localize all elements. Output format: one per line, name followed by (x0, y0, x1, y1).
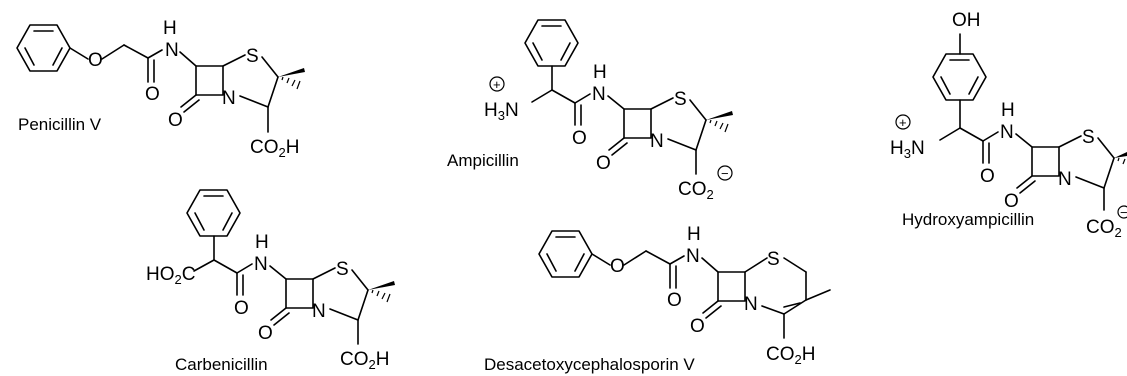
ring-nitrogen-label: N (650, 131, 664, 152)
amide-hydrogen-label: H (255, 232, 269, 253)
penicillin-v-name: Penicillin V (18, 115, 102, 134)
ring-nitrogen-label: N (744, 294, 758, 315)
lactam-oxygen-label: O (258, 323, 273, 344)
penicillin-v-structure: O N H O O N S CO2H Penicillin V (16, 18, 305, 160)
amide-oxygen-label: O (667, 290, 682, 311)
positive-charge-label: + (493, 77, 501, 92)
carboxylate-label: CO2 (678, 179, 714, 202)
amide-hydrogen-label: H (593, 62, 607, 83)
amide-hydrogen-label: H (1001, 100, 1015, 121)
lactam-oxygen-label: O (596, 153, 611, 174)
amide-oxygen-label: O (145, 84, 160, 105)
benzene-ring (524, 19, 579, 67)
ether-oxygen-label: O (88, 50, 103, 71)
negative-charge-label: − (1120, 205, 1127, 220)
ampicillin-name: Ampicillin (447, 151, 519, 170)
desacetoxycephalosporin-v-structure: O N H O O N S CO2H Desacetoxycephalospor… (484, 224, 831, 374)
ring-nitrogen-label: N (222, 88, 236, 109)
benzene-ring (186, 189, 241, 237)
negative-charge-label: − (721, 166, 729, 181)
phenol-ring (932, 53, 987, 101)
carboxylic-acid-label: CO2H (250, 137, 299, 160)
ring-nitrogen-label: N (1058, 169, 1072, 190)
ring-sulfur-label: S (674, 89, 687, 110)
desacetoxycephalosporin-v-name: Desacetoxycephalosporin V (484, 355, 695, 374)
amide-hydrogen-label: H (163, 18, 177, 39)
ring-sulfur-label: S (1082, 127, 1095, 148)
ether-oxygen-label: O (610, 256, 625, 277)
lactam-oxygen-label: O (1004, 191, 1019, 212)
amide-nitrogen-label: N (165, 40, 179, 61)
negative-charge-circle (1117, 205, 1127, 219)
amide-oxygen-label: O (980, 166, 995, 187)
amide-nitrogen-label: N (592, 84, 606, 105)
amide-hydrogen-label: H (687, 224, 701, 245)
positive-charge-circle (489, 76, 505, 92)
carboxylic-acid-label: CO2H (766, 344, 815, 367)
ring-sulfur-label: S (246, 46, 259, 67)
side-chain-acid-label: HO2C (146, 264, 195, 287)
ring-sulfur-label: S (336, 259, 349, 280)
hydroxyl-label: OH (952, 10, 981, 31)
lactam-oxygen-label: O (168, 110, 183, 131)
amide-oxygen-label: O (572, 128, 587, 149)
carbenicillin-name: Carbenicillin (175, 355, 268, 374)
hydroxyampicillin-structure: OH H3N + N H O O N S CO2 − Hydroxyampici… (890, 10, 1127, 240)
positive-charge-label: + (899, 115, 907, 130)
negative-charge-circle (717, 165, 733, 181)
carboxylic-acid-label: CO2H (340, 349, 389, 372)
lactam-oxygen-label: O (690, 316, 705, 337)
positive-charge-circle (895, 114, 911, 130)
ring-sulfur-label: S (767, 249, 780, 270)
benzene-ring (538, 230, 593, 278)
ammonium-label: H3N (484, 100, 519, 123)
amide-oxygen-label: O (234, 298, 249, 319)
amide-nitrogen-label: N (1000, 122, 1014, 143)
amide-nitrogen-label: N (254, 254, 268, 275)
carbenicillin-structure: HO2C N H O O N S CO2H Carbenicillin (146, 189, 395, 374)
ring-nitrogen-label: N (312, 301, 326, 322)
amide-nitrogen-label: N (686, 246, 700, 267)
ammonium-label: H3N (890, 138, 925, 161)
benzene-ring (16, 24, 71, 72)
ampicillin-structure: H3N + N H O O N S CO2 − Ampicillin (447, 19, 733, 202)
hydroxyampicillin-name: Hydroxyampicillin (902, 210, 1034, 229)
carboxylate-label: CO2 (1086, 217, 1122, 240)
